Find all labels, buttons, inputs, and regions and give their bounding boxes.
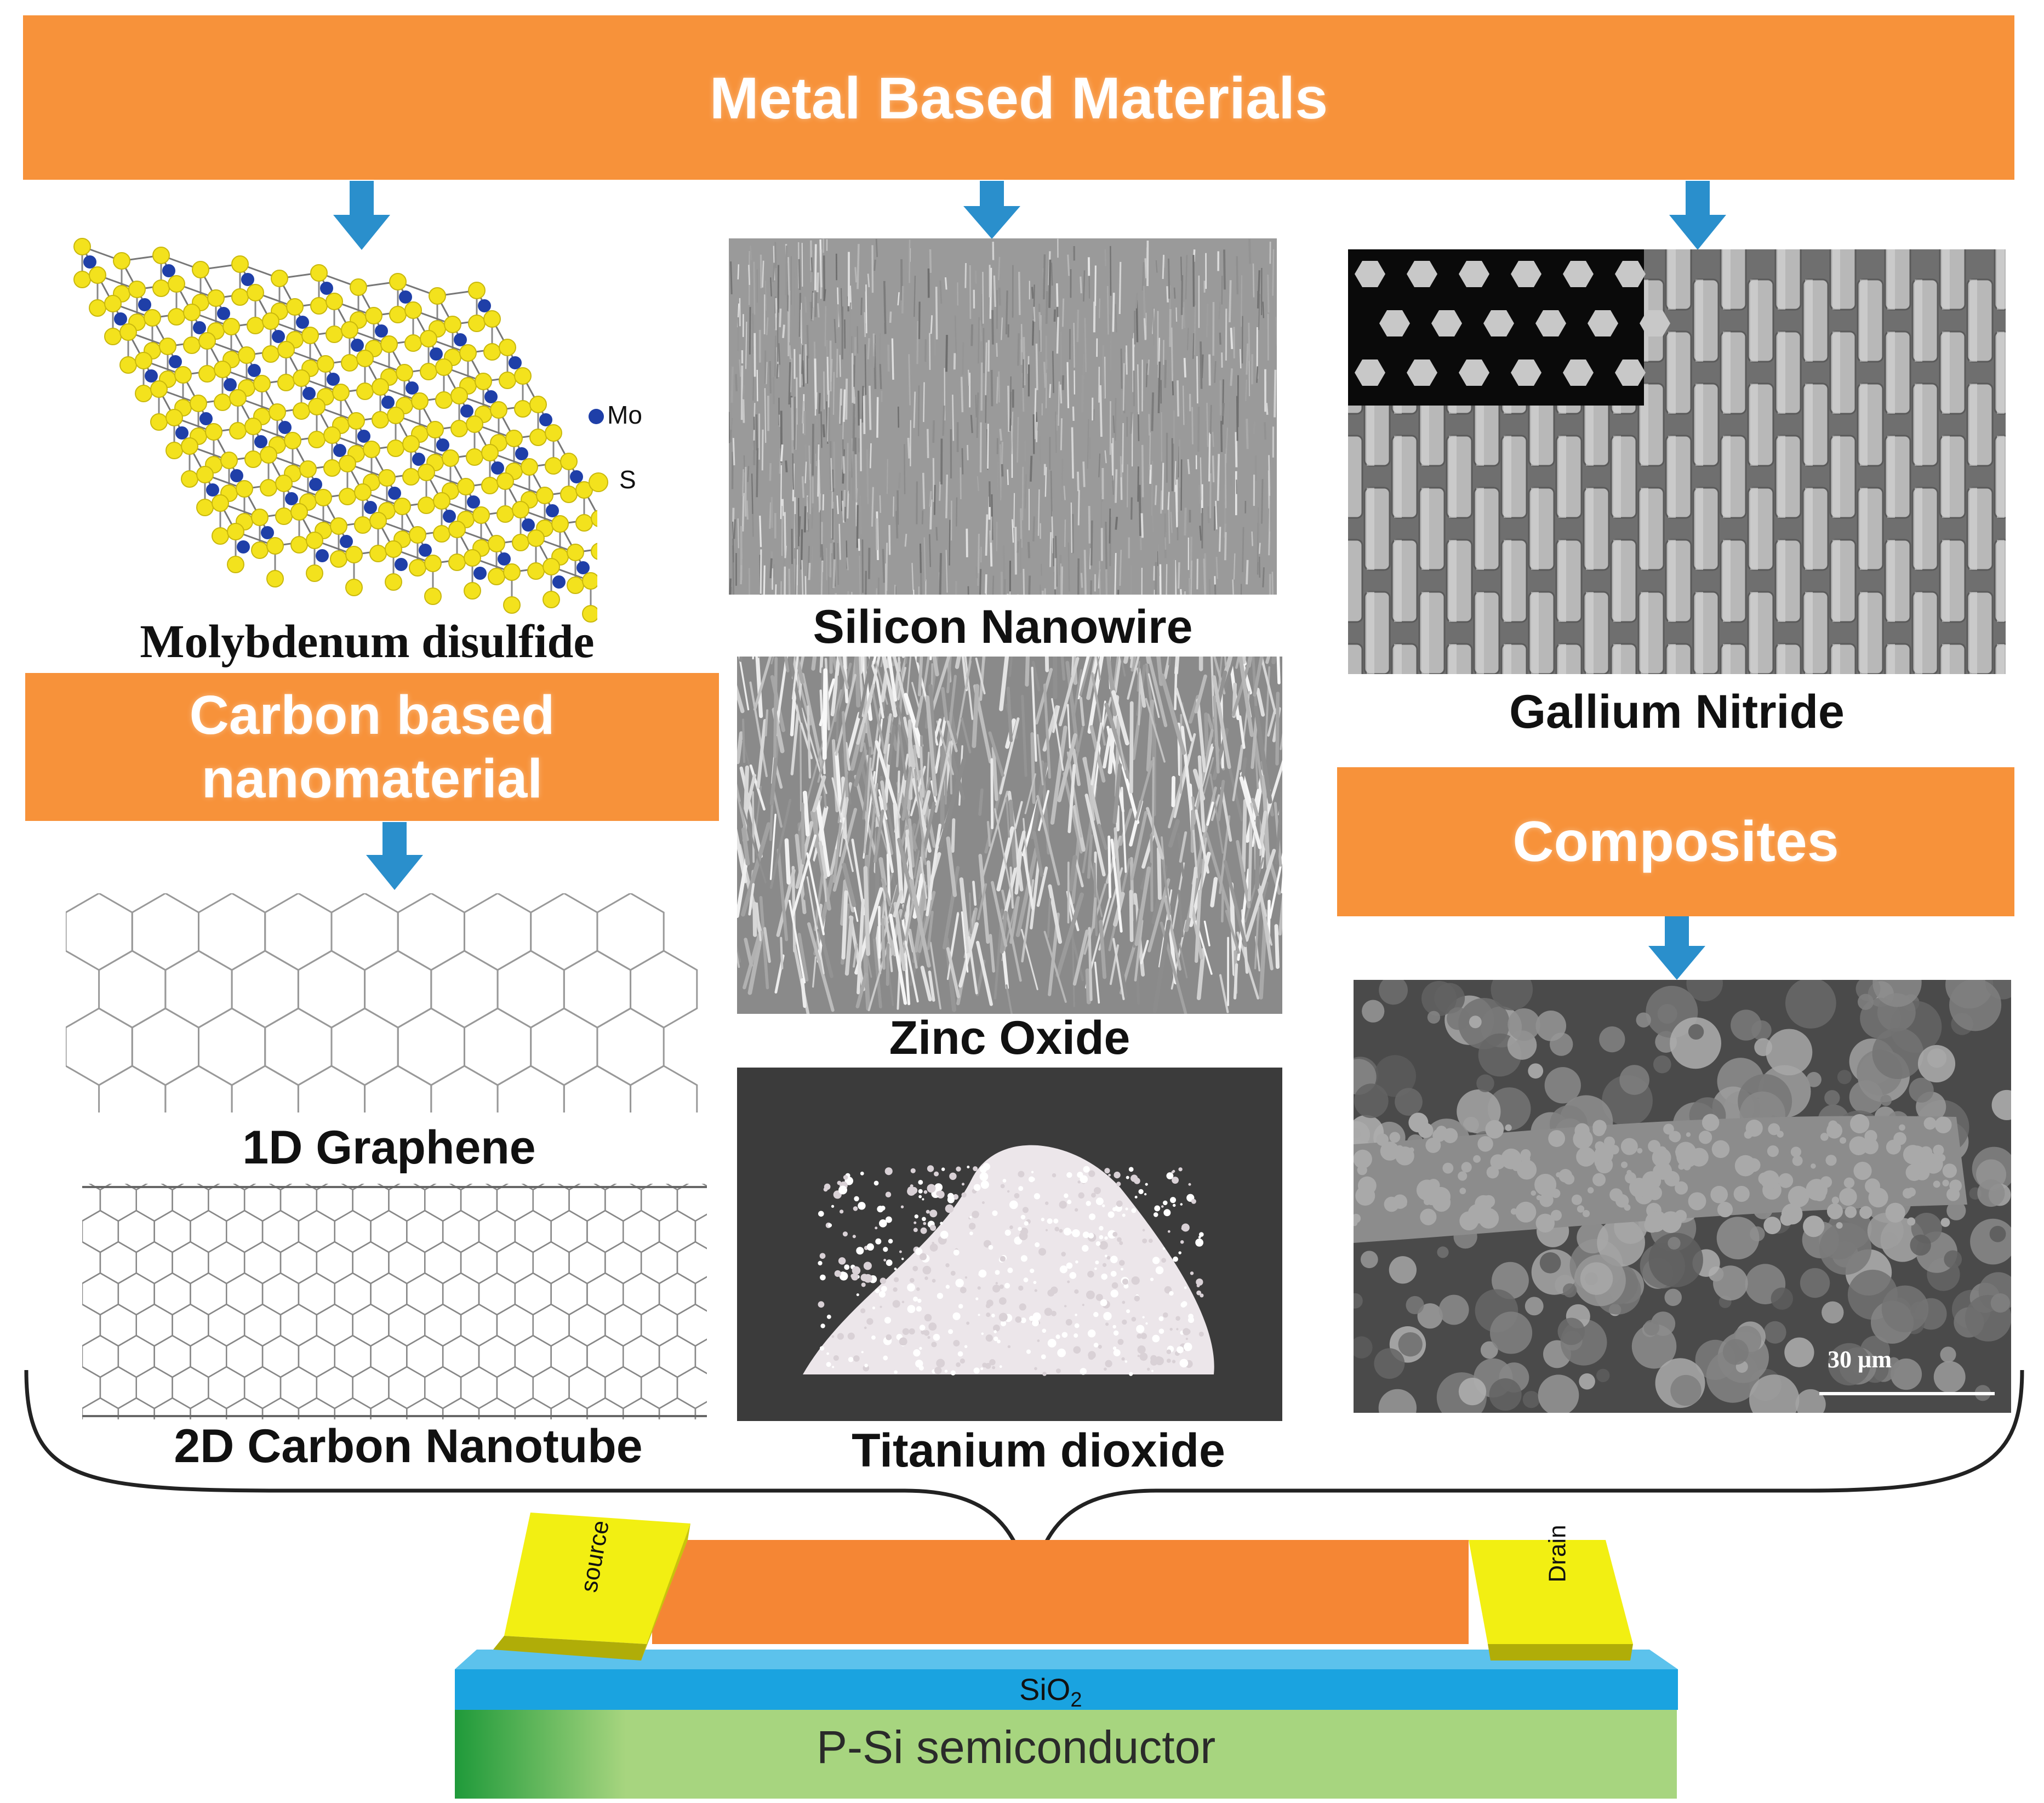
down-arrow-icon bbox=[1644, 916, 1710, 982]
mo-legend-label: Mo bbox=[607, 400, 642, 430]
down-arrow-icon bbox=[959, 181, 1025, 241]
gallium-nitride-image bbox=[1348, 249, 2006, 674]
oxide-label-text: SiO bbox=[1019, 1672, 1070, 1707]
graphene-label: 1D Graphene bbox=[66, 1121, 712, 1175]
graphene-lattice-illustration bbox=[66, 893, 712, 1112]
zinc-oxide-label: Zinc Oxide bbox=[737, 1011, 1282, 1065]
composites-banner: Composites bbox=[1337, 767, 2014, 916]
zinc-oxide-image bbox=[737, 657, 1282, 1014]
s-atom-icon bbox=[586, 470, 610, 494]
mos2-lattice-illustration bbox=[49, 225, 597, 625]
carbon-banner-line2: nanomaterial bbox=[202, 747, 543, 811]
s-legend-label: S bbox=[619, 465, 636, 494]
down-arrow-icon bbox=[1665, 181, 1731, 252]
silicon-nanowire-label: Silicon Nanowire bbox=[729, 600, 1277, 654]
mos2-label: Molybdenum disulfide bbox=[66, 614, 669, 669]
gallium-nitride-label: Gallium Nitride bbox=[1348, 685, 2006, 739]
oxide-label-subscript: 2 bbox=[1070, 1688, 1082, 1711]
substrate-label: P-Si semiconductor bbox=[817, 1721, 1215, 1774]
metal-based-materials-banner: Metal Based Materials bbox=[23, 15, 2014, 180]
channel-layer bbox=[652, 1540, 1469, 1644]
mo-atom-icon bbox=[585, 406, 607, 427]
drain-label: Drain bbox=[1544, 1525, 1572, 1582]
carbon-based-nanomaterial-banner: Carbon based nanomaterial bbox=[25, 673, 719, 821]
composite-sem-image bbox=[1354, 980, 2011, 1413]
carbon-banner-line1: Carbon based bbox=[190, 683, 555, 747]
silicon-nanowire-image bbox=[729, 238, 1277, 595]
down-arrow-icon bbox=[362, 822, 427, 893]
oxide-label: SiO2 bbox=[1019, 1671, 1082, 1712]
